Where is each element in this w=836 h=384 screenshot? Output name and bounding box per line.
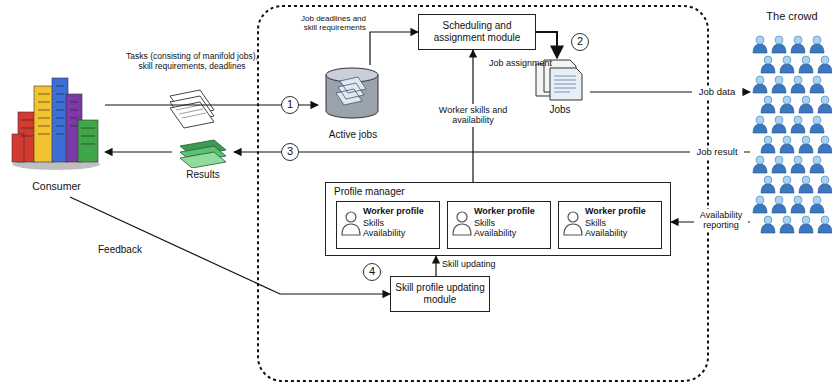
edge-label: Job result [690,146,744,159]
edge-label: Feedback [98,244,158,256]
illustration [172,134,232,168]
node-body-text: Skills Availability [474,218,528,239]
node-text: Active jobs [318,129,388,140]
edge-label: Job assignment [478,58,552,68]
edge-label: Worker skills and availability [432,104,514,127]
illustration [339,206,365,240]
container-box: Profile managerWorker profileSkills Avai… [325,182,671,256]
callout-number: 3 [281,143,299,161]
callout-number: 1 [281,96,299,114]
node-text: Scheduling and assignment module [419,18,535,46]
edge-label: Job data [692,86,742,99]
callout-number: 4 [363,263,381,281]
connector [234,151,750,152]
edge-label: Job deadlines and skill requirements [290,14,366,32]
node-text: Jobs [530,104,590,115]
task-documents [170,90,214,128]
node-body-text: Skills Availability [363,218,417,239]
connector [105,151,172,152]
illustration [750,8,832,240]
node-body-text: Skills Availability [585,218,639,239]
illustration [318,65,386,125]
illustration [450,206,476,240]
profile-box: Worker profileSkills Availability [558,201,662,249]
connector [370,32,418,65]
database-node: Active jobs [318,65,388,145]
edge-label: Availability reporting [694,209,748,232]
process-box: Skill profile updating module [390,276,490,312]
profile-box: Worker profileSkills Availability [336,201,440,249]
node-text: Skill profile updating module [391,280,489,308]
callout-number: 2 [571,33,589,51]
connector [435,256,436,276]
node-text: The crowd [750,10,834,22]
documents-node: Results [172,134,234,184]
node-text: Results [172,169,234,180]
illustration [8,72,103,172]
edge-label: Tasks (consisting of manifold jobs), ski… [126,52,258,72]
edge-label: Skill updating [442,259,522,269]
node-text: Profile manager [334,186,405,197]
crowd-node: The crowd [750,8,834,236]
connector [536,32,557,58]
profile-box: Worker profileSkills Availability [447,201,551,249]
process-box: Scheduling and assignment module [418,14,536,50]
node-text: Worker profile [474,206,535,216]
node-text: Consumer [8,180,105,192]
node-text: Worker profile [363,206,424,216]
consumer-icon-node: Consumer [8,72,105,197]
platform-boundary [258,6,708,381]
node-text: Worker profile [585,206,646,216]
illustration [561,206,587,240]
